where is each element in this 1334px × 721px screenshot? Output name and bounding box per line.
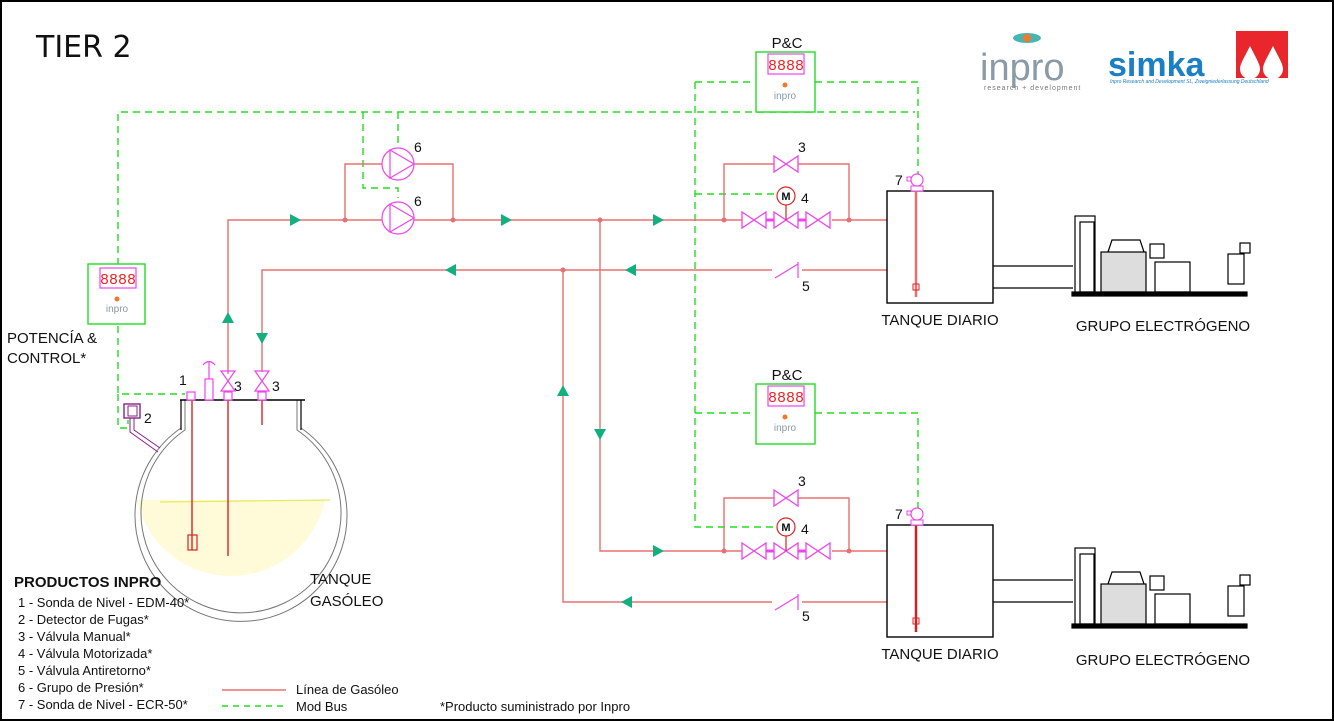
legend-modbus-label: Mod Bus [296,699,348,714]
pipe-junctions [342,217,852,554]
product-item: 1 - Sonda de Nivel - EDM-40* [18,595,189,610]
generator-top: GRUPO ELECTRÓGENO [993,215,1251,335]
vent-pipe-icon [204,378,214,401]
generator-label: GRUPO ELECTRÓGENO [1076,652,1250,669]
inpro-mini-logo: inpro [106,304,129,315]
inpro-mini-logo-icon [114,296,120,302]
controller-label-line2: CONTROL* [7,350,86,367]
flow-arrow-left-icon [621,596,632,608]
flow-arrow-left-icon [625,264,636,276]
product-item: 7 - Sonda de Nivel - ECR-50* [18,697,188,712]
flow-arrow-down-icon [594,429,606,440]
pump-tag: 6 [414,193,422,209]
probe-edm40-tag: 1 [179,372,187,388]
motor-letter: M [781,191,790,203]
motorized-valve-tag: 4 [801,190,809,206]
main-tank-label-line1: TANQUE [310,571,371,588]
legend-fuel-line-label: Línea de Gasóleo [296,682,399,697]
manual-valve-tag: 3 [234,378,242,394]
check-valve-tag: 5 [802,278,810,294]
pump-icon [381,201,415,235]
controller-pc-top[interactable]: P&C 8888 inpro [755,35,816,113]
daily-tank-label: TANQUE DIARIO [881,646,998,663]
valve-group-bottom: 3 M 4 5 [741,473,832,624]
flow-arrow-right-icon [653,214,664,226]
inpro-mini-logo: inpro [774,423,797,434]
leak-detector-tag: 2 [144,410,152,426]
manual-valve-icon [254,370,270,392]
pump-icon [381,147,415,181]
flow-arrow-right-icon [501,214,512,226]
motor-icon [776,517,796,537]
probe-edm40-icon [186,391,196,401]
pc-label: P&C [772,367,803,384]
motor-letter: M [781,522,790,534]
manual-valve-tag: 3 [272,378,280,394]
products-heading: PRODUCTOS INPRO [14,574,162,591]
flow-arrow-right-icon [653,545,664,557]
product-item: 2 - Detector de Fugas* [18,612,149,627]
simka-logo: simka Inpro Research and Development SL,… [1108,31,1288,85]
page-title: TIER 2 [35,30,132,65]
drop-icon [1240,46,1260,79]
controller-main[interactable]: 8888 inpro POTENCÍA & CONTROL* [7,263,146,367]
generator-label: GRUPO ELECTRÓGENO [1076,318,1250,335]
inpro-mini-logo-icon [782,414,788,420]
check-valve-icon [774,262,799,279]
products-list: PRODUCTOS INPRO 1 - Sonda de Nivel - EDM… [14,574,189,712]
daily-tank-top: 7 TANQUE DIARIO [881,172,998,329]
product-item: 4 - Válvula Motorizada* [18,646,152,661]
daily-tank-bottom: 7 TANQUE DIARIO [881,506,998,663]
flow-arrow-up-icon [557,385,569,396]
pump-tag: 6 [414,139,422,155]
flow-arrow-up-icon [222,312,234,323]
product-item: 6 - Grupo de Presión* [18,680,144,695]
flow-arrow-down-icon [256,333,268,344]
product-item: 3 - Válvula Manual* [18,629,131,644]
inpro-mini-logo: inpro [774,91,797,102]
inpro-mini-logo-icon [782,82,788,88]
main-fuel-tank: 3 3 1 2 TANQUE GASÓLEO [123,360,383,622]
inpro-logo: inpro research + development [980,33,1081,92]
pc-label: P&C [772,35,803,52]
motor-icon [776,186,796,206]
main-tank-label-line2: GASÓLEO [310,593,383,610]
simka-tagline: Inpro Research and Development SL, Zweig… [1110,79,1269,85]
manual-valve-tag: 3 [798,473,806,489]
controller-label-line1: POTENCÍA & [7,330,97,347]
daily-tank-label: TANQUE DIARIO [881,312,998,329]
drop-icon [1263,46,1283,79]
legend: Línea de Gasóleo Mod Bus *Producto sumin… [222,682,630,714]
inpro-logo-text: inpro [980,47,1065,89]
pump-bottom: 6 [381,193,422,235]
probe-ecr50-tag: 7 [895,506,903,522]
valve-group-top: 3 M 4 5 [741,139,832,294]
level-probe-head-icon [910,507,924,521]
probe-ecr50-tag: 7 [895,172,903,188]
pump-top: 6 [381,139,422,181]
flow-arrow-left-icon [445,264,456,276]
simka-logo-text: simka [1108,46,1205,84]
fuel-level-fill [135,500,327,576]
footnote: *Producto suministrado por Inpro [440,699,630,714]
display-readout: 8888 [100,272,136,289]
motorized-valve-tag: 4 [801,521,809,537]
modbus-lines [117,81,919,528]
manual-valve-tag: 3 [798,139,806,155]
display-readout: 8888 [768,390,804,407]
check-valve-icon [774,594,799,611]
check-valve-tag: 5 [802,608,810,624]
level-probe-head-icon [910,173,924,187]
display-readout: 8888 [768,58,804,75]
controller-pc-bottom[interactable]: P&C 8888 inpro [755,367,816,445]
product-item: 5 - Válvula Antiretorno* [18,663,151,678]
flow-arrow-right-icon [290,214,301,226]
inpro-tagline: research + development [984,85,1081,92]
generator-bottom: GRUPO ELECTRÓGENO [993,547,1251,669]
